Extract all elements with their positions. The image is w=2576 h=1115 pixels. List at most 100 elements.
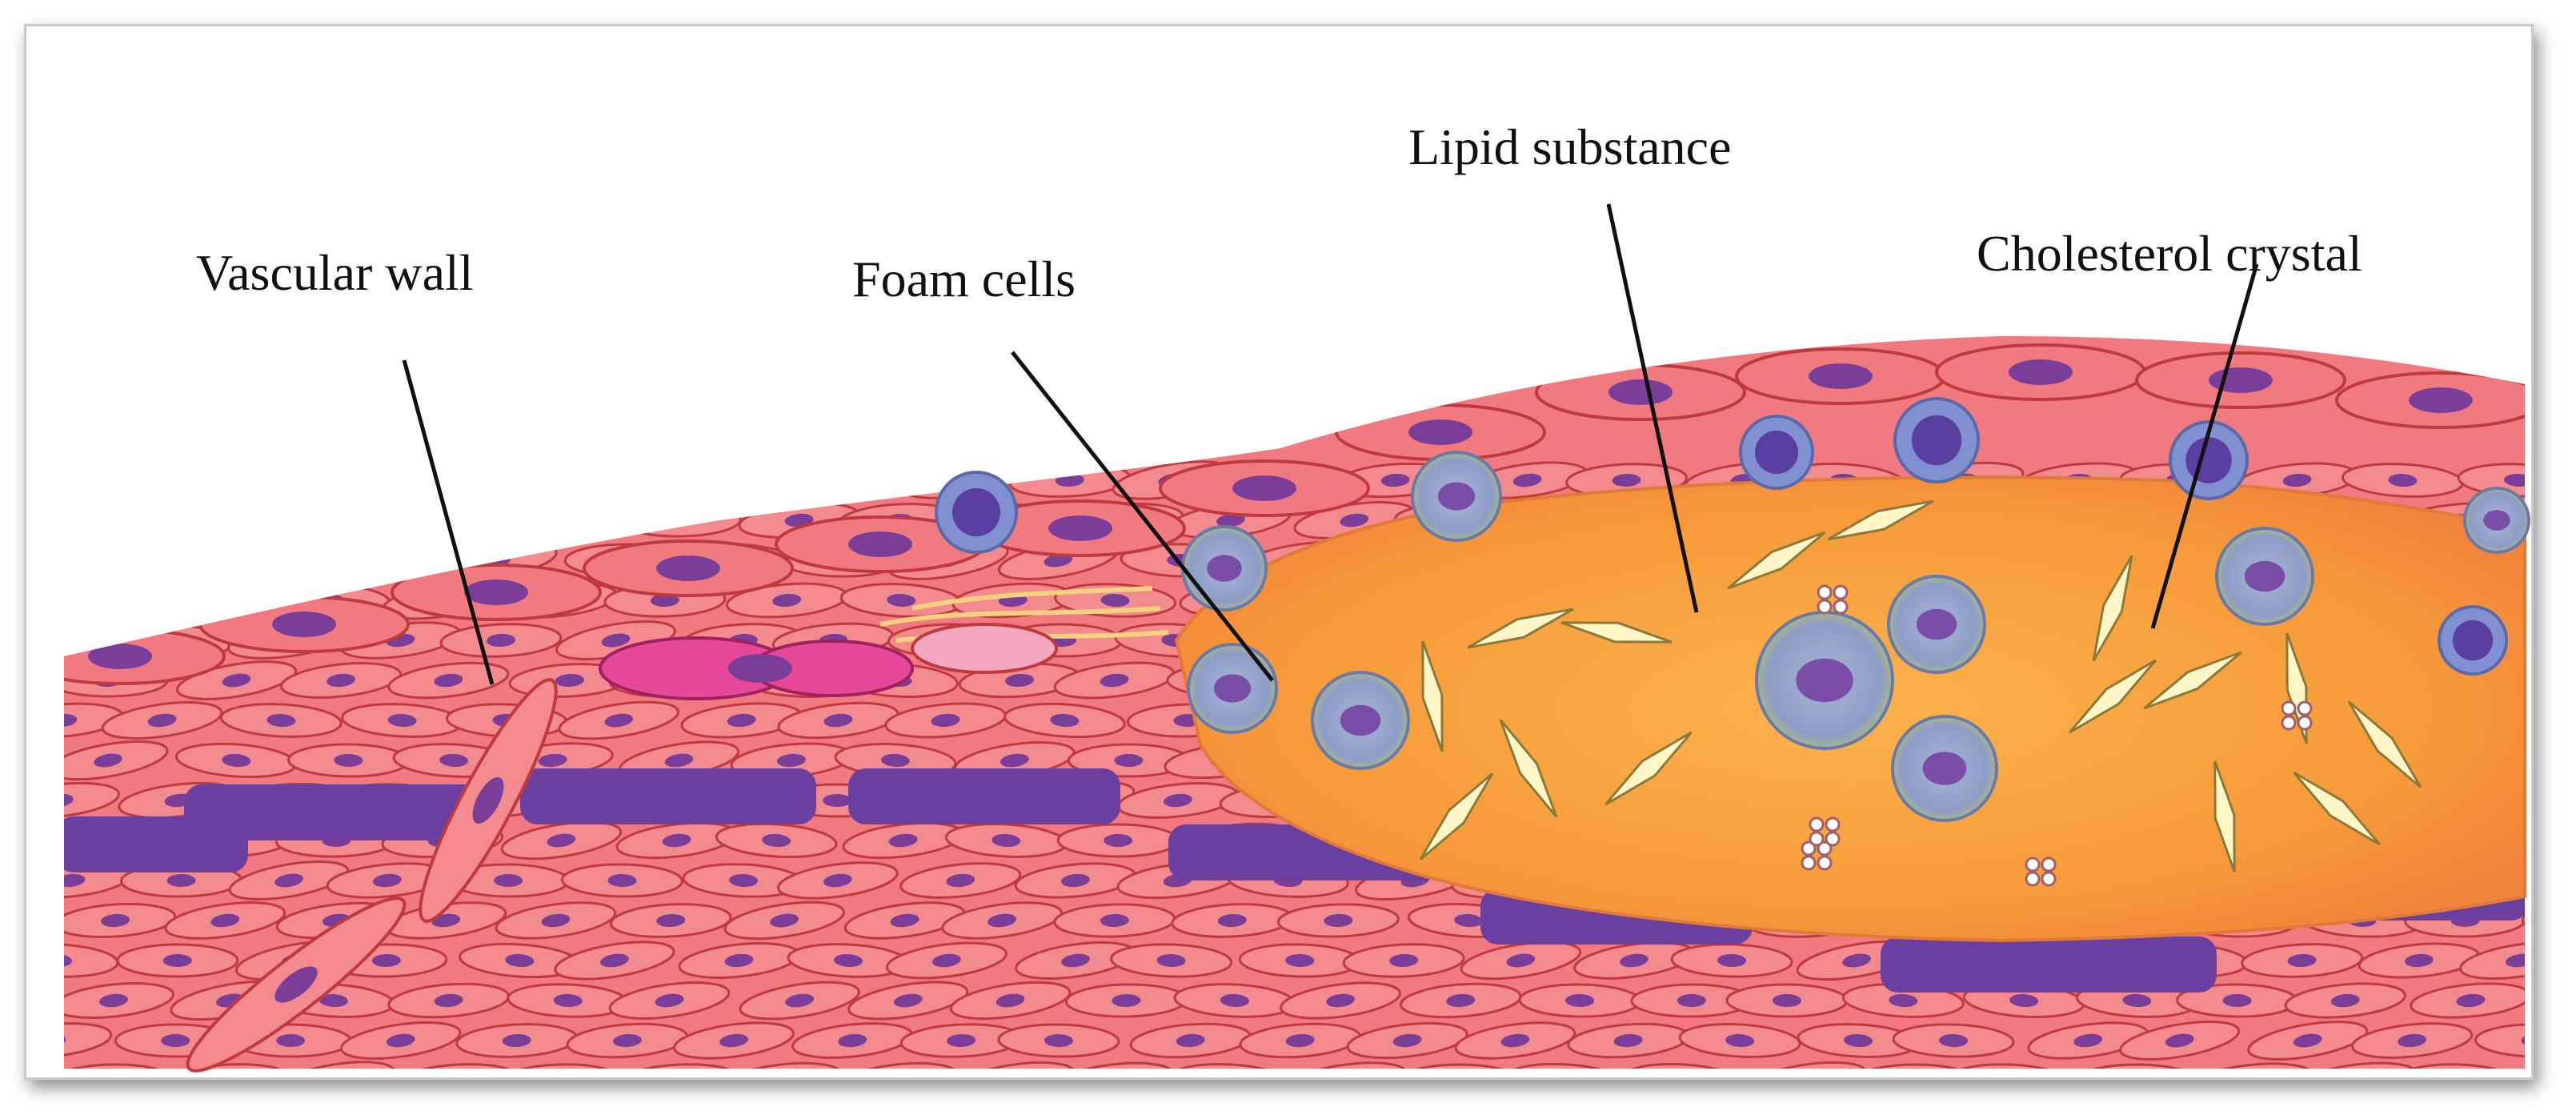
cell-nucleus <box>148 473 178 487</box>
cell-nucleus <box>655 993 684 1008</box>
cell-nucleus <box>371 953 401 968</box>
cell-nucleus <box>1216 513 1245 527</box>
endothelial-nucleus <box>272 612 336 637</box>
smooth-muscle-cell <box>619 503 742 538</box>
endothelial-nucleus <box>2209 367 2273 393</box>
cell-nucleus <box>2287 953 2317 968</box>
endothelial-nucleus <box>1809 363 1873 389</box>
monocyte-nucleus <box>952 488 1000 536</box>
lipid-droplet <box>1833 599 1849 615</box>
smooth-muscle-cell <box>1505 1062 1629 1069</box>
cell-nucleus <box>1392 1033 1422 1048</box>
endothelial-nucleus <box>2409 387 2473 413</box>
smooth-muscle-cell <box>554 463 677 498</box>
monocyte-nucleus <box>2452 620 2494 661</box>
cell-nucleus <box>319 1072 350 1089</box>
label-lipid-substance: Lipid substance <box>1408 118 1731 175</box>
foam-cell-nucleus <box>1340 704 1381 736</box>
foam-cell-nucleus <box>2244 560 2286 592</box>
cholesterol-crystal <box>1421 640 1444 752</box>
cell-nucleus <box>268 473 298 487</box>
cell-nucleus <box>1500 1033 1530 1048</box>
cell-nucleus <box>64 953 72 968</box>
smooth-muscle-cell <box>2193 1062 2316 1069</box>
cell-nucleus <box>210 913 240 928</box>
endothelial-nucleus <box>464 580 528 605</box>
cell-nucleus <box>1899 1074 1928 1087</box>
monocyte-nucleus <box>1755 431 1798 474</box>
endothelial-nucleus <box>88 644 152 669</box>
smooth-muscle-cell <box>954 1061 1076 1069</box>
cell-nucleus <box>727 713 756 728</box>
cell-nucleus <box>1620 953 1649 968</box>
cell-nucleus <box>2404 953 2434 968</box>
cell-nucleus <box>2521 1033 2525 1048</box>
cholesterol-crystal <box>2293 771 2381 846</box>
smooth-muscle-cell <box>1169 1063 1292 1069</box>
cell-nucleus <box>97 1074 126 1088</box>
cell-nucleus <box>104 513 134 527</box>
foam-cell-nucleus <box>1213 674 1252 703</box>
cholesterol-crystal <box>2092 555 2133 662</box>
cell-nucleus <box>372 873 402 888</box>
cell-nucleus <box>2122 993 2152 1008</box>
cell-nucleus <box>1889 993 1918 1008</box>
cell-nucleus <box>64 553 74 568</box>
cell-nucleus <box>2566 593 2576 608</box>
lipid-droplet <box>1801 840 1817 856</box>
cholesterol-crystal <box>2143 651 2242 710</box>
cell-nucleus <box>992 833 1021 848</box>
foam-cell-nucleus <box>2483 510 2510 531</box>
cell-nucleus <box>823 713 853 728</box>
cell-nucleus <box>434 673 463 688</box>
smooth-muscle-cell <box>2572 541 2576 580</box>
monocyte-nucleus <box>1911 415 1962 466</box>
cell-nucleus <box>931 713 960 728</box>
cell-nucleus <box>888 833 918 848</box>
cell-nucleus <box>2568 914 2576 927</box>
smooth-muscle-cell <box>64 1063 173 1069</box>
cell-nucleus <box>833 953 863 968</box>
smooth-muscle-cell <box>1622 1062 1745 1069</box>
cell-nucleus <box>830 473 859 487</box>
cell-nucleus <box>2009 993 2039 1008</box>
endothelial-nucleus <box>2009 359 2073 385</box>
cell-nucleus <box>932 953 961 968</box>
smooth-muscle-cell <box>496 1063 619 1069</box>
foam-cell-nucleus <box>1437 482 1476 511</box>
cell-nucleus <box>656 913 686 928</box>
cholesterol-crystal <box>1419 772 1494 860</box>
smooth-muscle-cell <box>221 463 344 498</box>
cell-nucleus <box>946 873 976 888</box>
lipid-droplet <box>1833 584 1849 600</box>
cell-nucleus <box>334 753 363 768</box>
cholesterol-crystal <box>2213 760 2236 872</box>
endothelial-nucleus <box>1408 419 1472 445</box>
cell-nucleus <box>2445 1073 2474 1087</box>
cell-nucleus <box>1389 953 1419 968</box>
smooth-muscle-cell <box>1398 1063 1521 1069</box>
cell-nucleus <box>776 753 806 768</box>
cholesterol-crystal <box>1727 531 1826 590</box>
leader-foam-cells <box>1011 351 1274 682</box>
cell-nucleus <box>1340 513 1369 527</box>
cholesterol-crystal <box>2069 659 2157 734</box>
smooth-muscle-cell <box>2521 903 2525 938</box>
cell-nucleus <box>662 833 691 848</box>
endothelial-nucleus <box>848 531 912 557</box>
cell-nucleus <box>555 673 584 688</box>
smooth-muscle-cell <box>1949 1063 2072 1069</box>
migrating-cells <box>186 678 558 1073</box>
cell-nucleus <box>2504 473 2525 487</box>
smooth-muscle-cell <box>397 1063 520 1069</box>
leader-cholesterol-crystal <box>2150 263 2259 629</box>
cell-nucleus <box>838 1033 867 1048</box>
cell-nucleus <box>494 873 523 888</box>
lipid-droplet <box>2297 715 2313 731</box>
cell-nucleus <box>327 673 356 688</box>
cell-nucleus <box>1552 1073 1582 1088</box>
cell-nucleus <box>1285 1033 1315 1048</box>
cell-nucleus <box>1061 953 1090 968</box>
smooth-muscle-cell <box>173 503 296 538</box>
